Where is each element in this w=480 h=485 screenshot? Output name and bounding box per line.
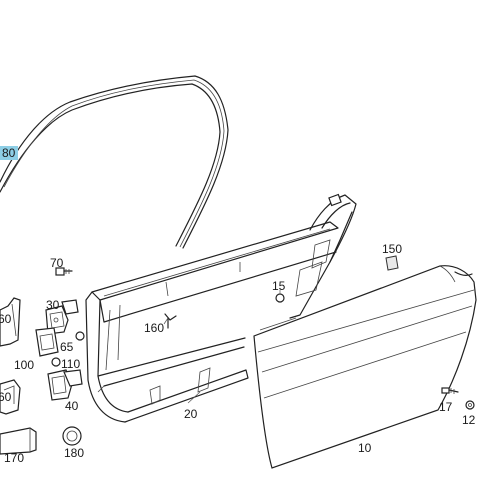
- callout-40[interactable]: 40: [65, 399, 79, 413]
- callout-80[interactable]: 80: [0, 146, 19, 160]
- callout-150[interactable]: 150: [382, 242, 403, 256]
- callout-170[interactable]: 170: [4, 451, 25, 465]
- part-17-bolt[interactable]: [441, 387, 459, 394]
- callout-15[interactable]: 15: [272, 279, 286, 293]
- callout-60-upper[interactable]: 60: [0, 312, 12, 326]
- callout-160[interactable]: 160: [144, 321, 165, 335]
- callout-180[interactable]: 180: [64, 446, 85, 460]
- part-180-grommet[interactable]: [62, 426, 82, 446]
- part-110-washer[interactable]: [51, 357, 61, 367]
- callout-12[interactable]: 12: [462, 413, 476, 427]
- callout-30[interactable]: 30: [46, 298, 60, 312]
- part-60-lower-bracket[interactable]: [0, 379, 21, 415]
- part-65-screw[interactable]: [75, 331, 85, 341]
- part-80-window-seal[interactable]: [0, 75, 229, 249]
- callout-20[interactable]: 20: [184, 407, 198, 421]
- part-40-lower-hinge[interactable]: [47, 369, 83, 401]
- callout-17[interactable]: 17: [439, 400, 453, 414]
- part-10-outer-door-panel[interactable]: [253, 265, 477, 469]
- callout-10[interactable]: 10: [358, 441, 372, 455]
- part-60-upper-bracket[interactable]: [0, 297, 21, 347]
- part-70-bolt[interactable]: [55, 267, 73, 276]
- part-15-screw[interactable]: [275, 290, 285, 303]
- part-160-clip[interactable]: [163, 313, 177, 329]
- callout-100[interactable]: 100: [14, 358, 35, 372]
- part-150-clip[interactable]: [385, 255, 399, 271]
- callout-60-lower[interactable]: 60: [0, 390, 12, 404]
- callout-110[interactable]: 110: [61, 357, 81, 371]
- part-12-washer[interactable]: [465, 400, 475, 410]
- callout-70[interactable]: 70: [50, 256, 64, 270]
- callout-65[interactable]: 65: [60, 340, 74, 354]
- part-20-door-frame[interactable]: [85, 193, 357, 423]
- part-100-door-check[interactable]: [35, 327, 59, 357]
- part-170-sill-piece[interactable]: [0, 427, 37, 455]
